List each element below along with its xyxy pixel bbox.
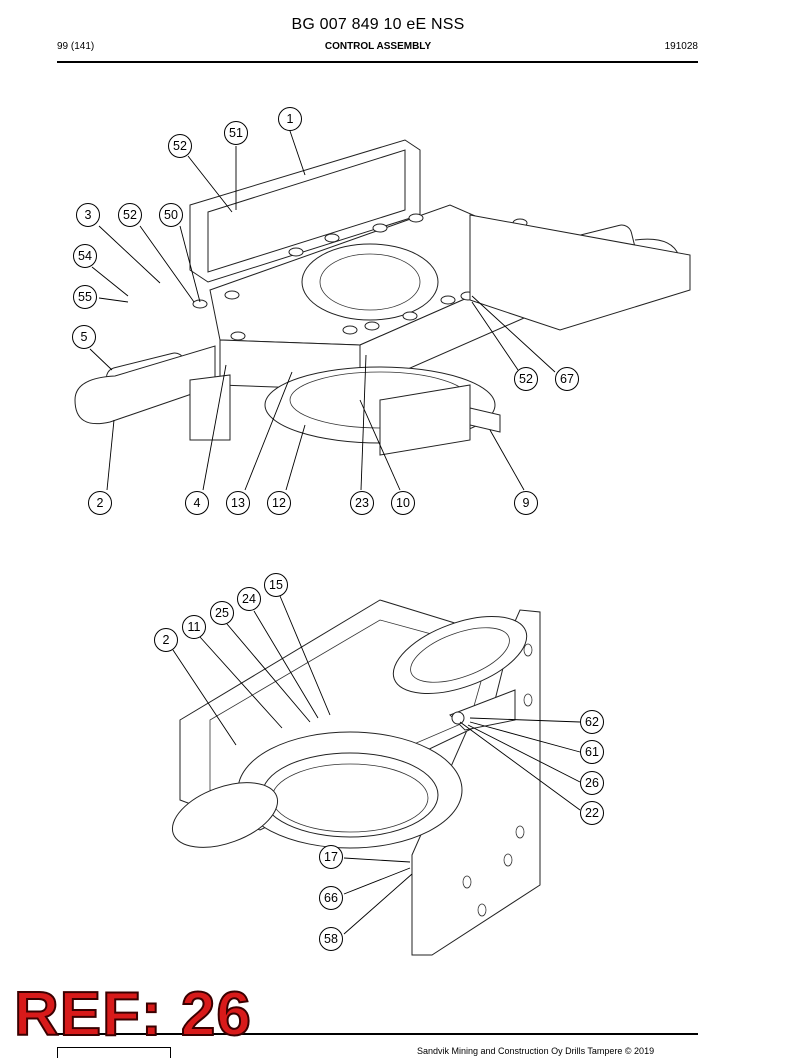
callout-11: 11 xyxy=(182,615,206,639)
top-callout-leaders xyxy=(89,130,556,491)
callout-67: 67 xyxy=(555,367,579,391)
callout-26: 26 xyxy=(580,771,604,795)
bottom-assembly-linework xyxy=(171,599,541,956)
document-title: BG 007 849 10 eE NSS xyxy=(291,16,465,33)
callout-4: 4 xyxy=(185,491,209,515)
callout-24: 24 xyxy=(237,587,261,611)
section-title: CONTROL ASSEMBLY xyxy=(324,41,432,52)
bottom-callout-leaders xyxy=(172,595,581,935)
top-assembly-linework xyxy=(74,139,691,456)
callout-12: 12 xyxy=(267,491,291,515)
callout-22: 22 xyxy=(580,801,604,825)
callout-2: 2 xyxy=(154,628,178,652)
callout-66: 66 xyxy=(319,886,343,910)
footer-copyright: Sandvik Mining and Construction Oy Drill… xyxy=(417,1046,655,1056)
callout-52: 52 xyxy=(514,367,538,391)
callout-54: 54 xyxy=(73,244,97,268)
callout-13: 13 xyxy=(226,491,250,515)
footer-rule xyxy=(57,1033,698,1035)
ref-stamp: REF: 26 xyxy=(13,980,252,1049)
callout-1: 1 xyxy=(278,107,302,131)
callout-23: 23 xyxy=(350,491,374,515)
callout-52: 52 xyxy=(118,203,142,227)
header-rule xyxy=(57,61,698,63)
callout-58: 58 xyxy=(319,927,343,951)
callout-15: 15 xyxy=(264,573,288,597)
callout-55: 55 xyxy=(73,285,97,309)
callout-61: 61 xyxy=(580,740,604,764)
callout-62: 62 xyxy=(580,710,604,734)
callout-51: 51 xyxy=(224,121,248,145)
callout-2: 2 xyxy=(88,491,112,515)
date-code: 191028 xyxy=(664,41,698,52)
callout-17: 17 xyxy=(319,845,343,869)
page-number: 99 (141) xyxy=(57,41,95,52)
callout-50: 50 xyxy=(159,203,183,227)
callout-10: 10 xyxy=(391,491,415,515)
callout-9: 9 xyxy=(514,491,538,515)
callout-25: 25 xyxy=(210,601,234,625)
callout-52: 52 xyxy=(168,134,192,158)
callout-3: 3 xyxy=(76,203,100,227)
callout-5: 5 xyxy=(72,325,96,349)
